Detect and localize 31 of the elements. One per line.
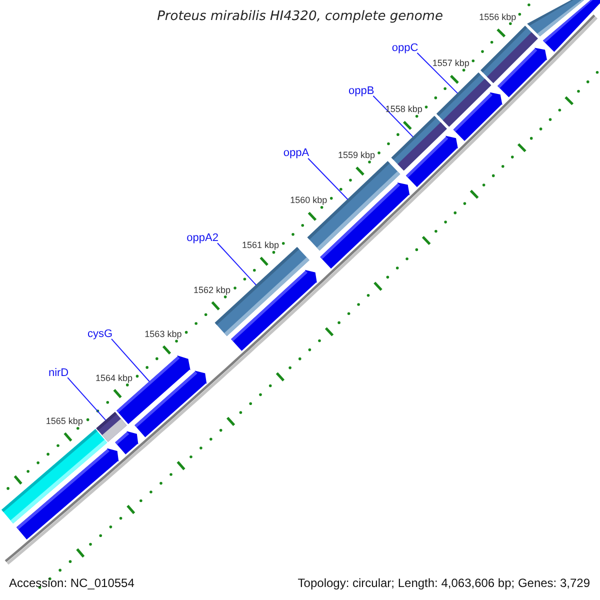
gene-bar: [436, 72, 492, 127]
gene-bar: [527, 0, 584, 36]
scale-label: 1564 kbp: [95, 372, 132, 383]
gene-label: nirD: [48, 366, 69, 379]
scale-label: 1558 kbp: [385, 104, 422, 114]
scale-label: 1563 kbp: [144, 328, 182, 339]
scale-label: 1562 kbp: [194, 284, 231, 295]
leader-line: [111, 338, 150, 382]
gene-label: cysG: [87, 328, 113, 340]
leader-line: [217, 242, 257, 286]
leader-line: [308, 158, 348, 200]
genome-stats-text: Topology: circular; Length: 4,063,606 bp; Genes: 3,729: [298, 576, 590, 590]
scale-label: 1560 kbp: [290, 195, 328, 206]
gene-bar: [480, 26, 538, 84]
scale-label: 1556 kbp: [479, 12, 516, 22]
gene-bar: [116, 355, 190, 424]
gene-label: oppA2: [186, 232, 218, 244]
gene-bar: [2, 429, 108, 524]
accession-text: Accession: NC_010554: [9, 576, 134, 590]
leader-line: [67, 377, 106, 421]
scale-label: 1557 kbp: [432, 58, 470, 68]
scale-label: 1561 kbp: [242, 240, 280, 250]
leader-line: [416, 52, 458, 94]
scale-label: 1559 kbp: [338, 150, 375, 160]
gene-bar: [391, 116, 447, 171]
leader-line: [372, 95, 414, 138]
gene-label: oppB: [348, 84, 374, 97]
gene-label: oppA: [283, 147, 310, 160]
title: Proteus mirabilis HI4320, complete genome: [157, 9, 443, 24]
gene-label: oppC: [392, 42, 418, 54]
scale-label: 1565 kbp: [46, 416, 83, 426]
